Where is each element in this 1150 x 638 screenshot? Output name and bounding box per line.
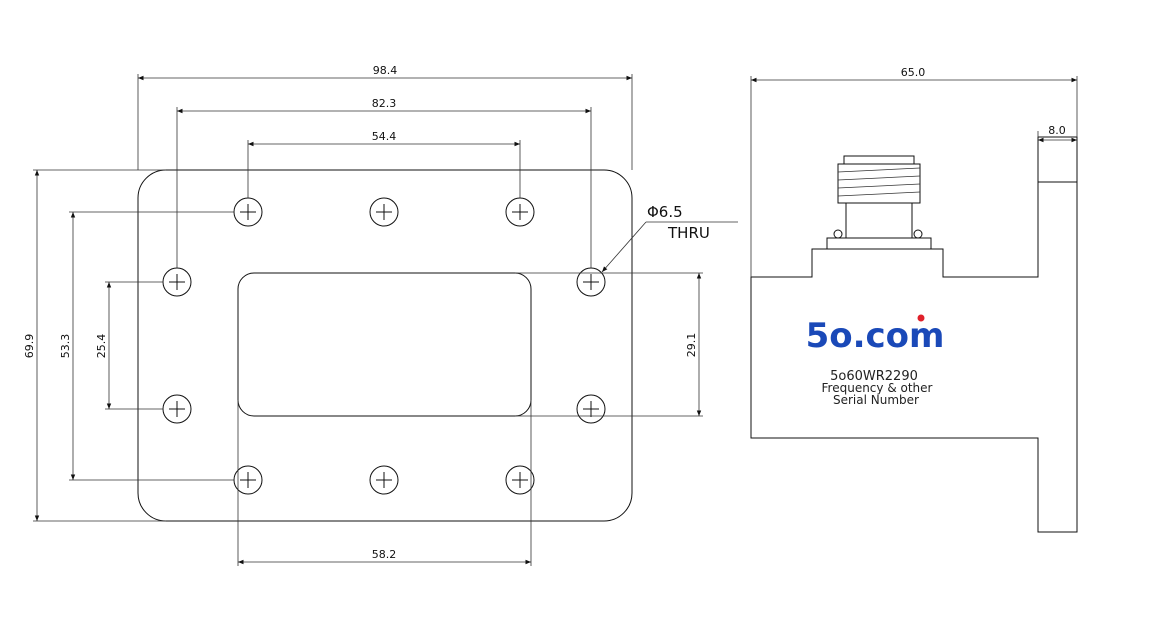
hole-thru-label: THRU bbox=[667, 224, 710, 242]
dim-aperture-height: 29.1 bbox=[685, 333, 698, 358]
extension-lines bbox=[33, 74, 703, 566]
dim-overall-height: 69.9 bbox=[23, 334, 36, 359]
bolt-hole bbox=[576, 394, 606, 424]
bolt-hole bbox=[162, 394, 192, 424]
flange-outline bbox=[137, 169, 633, 522]
dimension-lines bbox=[34, 75, 702, 565]
serial-number-label: Serial Number bbox=[833, 393, 919, 407]
bolt-hole bbox=[369, 465, 399, 495]
logo-dot-icon bbox=[917, 314, 925, 322]
bolt-hole bbox=[369, 197, 399, 227]
bolt-hole bbox=[505, 465, 535, 495]
flange-front-view: 98.4 82.3 54.4 58.2 69.9 53.3 25.4 29.1 … bbox=[23, 64, 738, 566]
bolt-hole bbox=[576, 267, 606, 297]
bolt-holes bbox=[162, 197, 606, 495]
dim-bolt-span-inner: 54.4 bbox=[372, 130, 397, 143]
dim-bolt-height-outer: 53.3 bbox=[59, 334, 72, 359]
dim-aperture-width: 58.2 bbox=[372, 548, 397, 561]
hole-diameter-label: Φ6.5 bbox=[647, 203, 683, 221]
n-connector-icon bbox=[826, 155, 932, 250]
dim-flange-thickness: 8.0 bbox=[1048, 124, 1066, 137]
dim-overall-width: 98.4 bbox=[373, 64, 398, 77]
dim-bolt-height-inner: 25.4 bbox=[95, 334, 108, 359]
brand-logo: 5o.com bbox=[806, 316, 945, 356]
model-number: 5o60WR2290 bbox=[830, 369, 918, 384]
bolt-hole bbox=[233, 197, 263, 227]
hole-callout: Φ6.5 THRU bbox=[601, 203, 738, 273]
waveguide-aperture bbox=[237, 272, 532, 417]
dim-bolt-span-outer: 82.3 bbox=[372, 97, 397, 110]
bolt-hole bbox=[162, 267, 192, 297]
bolt-hole bbox=[505, 197, 535, 227]
dim-length: 65.0 bbox=[901, 66, 926, 79]
side-view: 65.0 8.0 5o.com 5o60WR2290 Frequency & o… bbox=[750, 66, 1078, 533]
frequency-label: Frequency & other bbox=[822, 381, 933, 395]
